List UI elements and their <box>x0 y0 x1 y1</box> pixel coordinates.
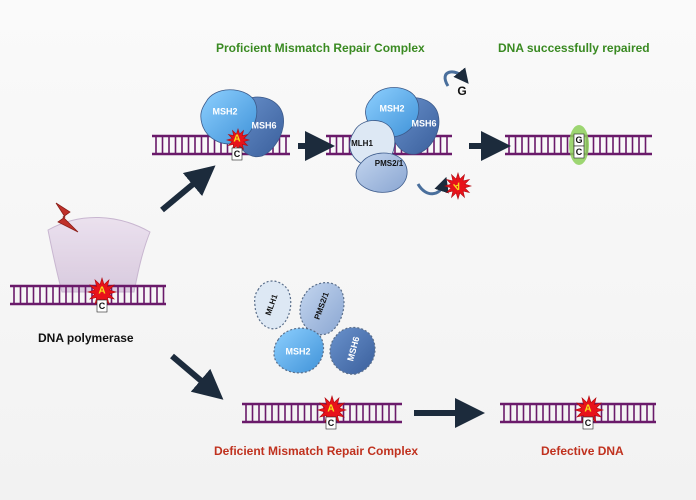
dna-ladder-defective <box>500 402 656 424</box>
mlh1-label-step2: MLH1 <box>351 139 373 148</box>
arrow-to-proficient <box>160 165 216 213</box>
msh2-label-dispersed: MSH2 <box>285 346 310 356</box>
pms-protein-step2 <box>355 152 408 193</box>
heading-proficient-complex: Proficient Mismatch Repair Complex <box>216 41 425 55</box>
base-a-step1: A <box>233 134 240 145</box>
base-c-defective: C <box>585 418 592 428</box>
heading-dna-repaired: DNA successfully repaired <box>498 41 650 55</box>
dna-polymerase-label: DNA polymerase <box>38 331 134 345</box>
msh6-protein-dispersed <box>329 326 376 375</box>
base-c-polymerase: C <box>99 301 106 311</box>
base-a-polymerase: A <box>98 286 105 297</box>
msh2-label-step2: MSH2 <box>379 103 404 113</box>
heading-deficient-complex: Deficient Mismatch Repair Complex <box>214 444 419 458</box>
base-c-polymerase-box <box>96 299 108 313</box>
base-c-deficient: C <box>328 418 335 428</box>
base-c-step1: C <box>234 149 241 159</box>
arrow-to-deficient <box>170 353 224 400</box>
base-c-deficient-box <box>325 416 337 430</box>
base-c-repaired: C <box>576 147 583 157</box>
msh6-label-step1: MSH6 <box>251 120 276 130</box>
curved-arrow-in <box>443 67 469 87</box>
msh2-label-step1: MSH2 <box>212 106 237 116</box>
pms-protein-dispersed <box>299 282 345 336</box>
msh6-label-step2: MSH6 <box>411 118 436 128</box>
curved-arrow-out <box>416 176 449 196</box>
base-c-step1-box <box>231 147 243 161</box>
base-c-defective-box <box>582 416 594 430</box>
heading-defective-dna: Defective DNA <box>541 444 624 458</box>
base-g-repaired: G <box>575 135 582 145</box>
lightning-bolt-icon <box>55 202 79 233</box>
dna-ladder-polymerase <box>10 284 166 306</box>
mlh1-protein-dispersed <box>254 280 292 330</box>
mismatch-star-released <box>443 171 473 201</box>
base-a-defective: A <box>584 404 591 415</box>
pms-label-step2: PMS2/1 <box>375 159 404 168</box>
dna-ladder-deficient <box>242 402 402 424</box>
base-a-deficient: A <box>327 404 334 415</box>
dna-polymerase-shape <box>47 216 151 293</box>
msh2-protein-dispersed <box>273 327 325 374</box>
base-a-released: A <box>452 179 463 192</box>
base-g-incoming: G <box>457 84 466 98</box>
base-c-repaired-box <box>573 145 585 159</box>
